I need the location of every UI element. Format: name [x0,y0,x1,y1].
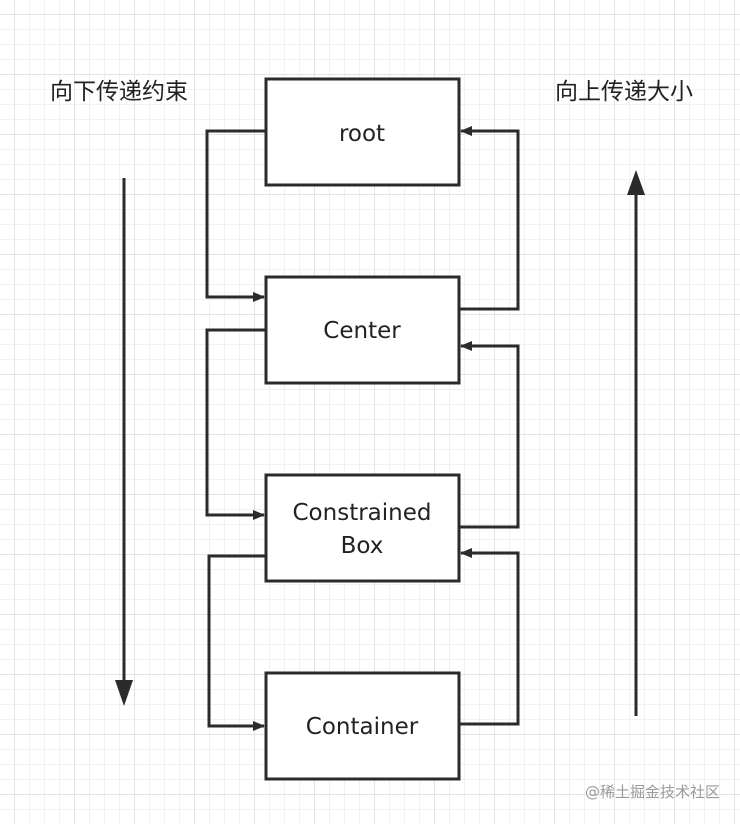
node-center-label: Center [323,318,401,344]
node-container: Container [264,671,461,781]
downward-constraint-label: 向下传递约束 [50,79,188,105]
node-root: root [264,77,461,187]
down-connector-constrained-box-to-container [207,554,266,731]
node-constrained-box-label-line2: Box [341,533,384,559]
upward-size-label: 向上传递大小 [555,79,693,105]
node-constrained-box: Constrained Box [264,473,461,583]
downward-long-arrow [115,178,133,706]
upward-long-arrow [627,170,645,716]
down-connector-root-to-center [205,129,266,302]
up-connector-container-to-constrained-box [459,548,520,726]
node-constrained-box-label-line1: Constrained [293,500,432,526]
up-connector-center-to-root [459,126,520,311]
down-connector-center-to-constrained-box [205,328,266,520]
source-watermark: @稀土掘金技术社区 [584,783,720,801]
node-container-label: Container [306,714,419,740]
node-center: Center [264,275,461,385]
up-connector-constrained-box-to-center [459,341,520,529]
node-root-label: root [339,121,385,147]
